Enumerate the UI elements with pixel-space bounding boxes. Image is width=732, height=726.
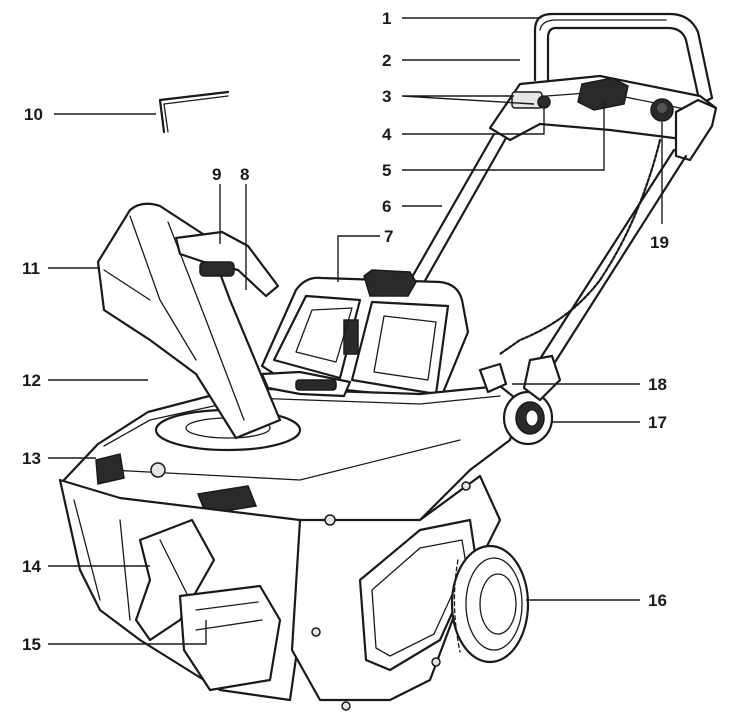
hex-key-tool — [158, 90, 230, 134]
leader-4 — [402, 108, 545, 135]
callout-12: 12 — [22, 371, 41, 390]
leader-15 — [48, 620, 207, 645]
callout-labels: 1 2 3 4 5 6 7 8 9 10 11 12 13 14 15 16 1… — [22, 9, 669, 654]
rear-wheel — [450, 544, 530, 664]
battery-label — [343, 319, 359, 355]
callout-13: 13 — [22, 449, 41, 468]
power-cord — [498, 138, 662, 356]
handle-tube-right — [536, 148, 688, 372]
auger-paddle — [134, 518, 216, 642]
callout-5: 5 — [382, 161, 391, 180]
safety-key-slot — [511, 91, 543, 109]
callout-18: 18 — [648, 375, 667, 394]
callout-1: 1 — [382, 9, 391, 28]
callout-6: 6 — [382, 197, 391, 216]
callout-15: 15 — [22, 635, 41, 654]
battery-pack-left — [272, 294, 362, 380]
leader-lines — [48, 17, 663, 645]
callout-8: 8 — [240, 165, 249, 184]
battery-pack-right — [350, 300, 450, 396]
discharge-chute — [96, 202, 282, 440]
leader-5 — [402, 100, 605, 171]
callout-17: 17 — [648, 413, 667, 432]
battery-lid-latch — [363, 269, 417, 297]
callout-11: 11 — [22, 259, 40, 278]
indicator-light — [150, 462, 166, 478]
headlight-left — [95, 453, 125, 485]
snow-thrower-illustration — [58, 12, 718, 711]
callout-10: 10 — [24, 105, 43, 124]
callout-14: 14 — [22, 557, 41, 576]
safety-key-button — [537, 95, 551, 109]
callout-16: 16 — [648, 591, 667, 610]
callout-4: 4 — [382, 125, 392, 144]
leader-3 — [401, 95, 535, 105]
callout-7: 7 — [384, 227, 393, 246]
bail-switch — [577, 77, 629, 111]
callout-9: 9 — [212, 165, 221, 184]
callout-19: 19 — [650, 233, 669, 252]
callout-2: 2 — [382, 51, 391, 70]
leader-7 — [337, 235, 380, 282]
callout-3: 3 — [382, 87, 391, 106]
deflector-grip — [199, 261, 235, 277]
scraper-bar — [178, 584, 282, 692]
